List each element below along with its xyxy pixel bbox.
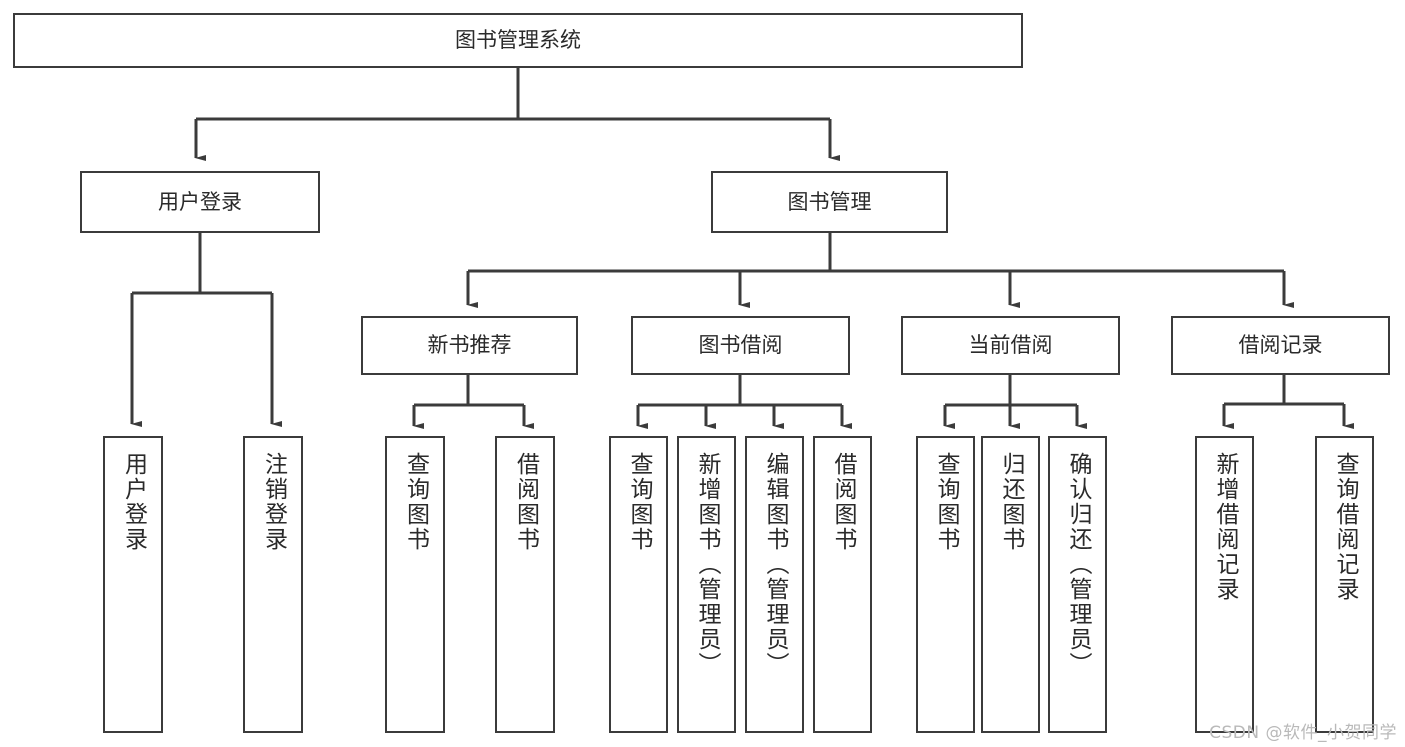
node-leaf-edit-book-admin-label: 编辑图书（管理员）	[762, 452, 788, 677]
node-leaf-query-book-bb[interactable]: 查询图书	[609, 436, 668, 733]
node-leaf-borrow-book-bb[interactable]: 借阅图书	[813, 436, 872, 733]
node-leaf-confirm-return-admin-label: 确认归还（管理员）	[1065, 452, 1091, 677]
node-book-management[interactable]: 图书管理	[711, 171, 948, 233]
node-leaf-return-book-label: 归还图书	[998, 452, 1024, 552]
node-user-login-label: 用户登录	[158, 189, 242, 214]
node-borrow-record[interactable]: 借阅记录	[1171, 316, 1390, 375]
node-leaf-query-book-cb[interactable]: 查询图书	[916, 436, 975, 733]
node-leaf-add-book-admin[interactable]: 新增图书（管理员）	[677, 436, 736, 733]
node-leaf-query-book-bb-label: 查询图书	[626, 452, 652, 552]
node-current-borrow[interactable]: 当前借阅	[901, 316, 1120, 375]
node-new-book-recommend-label: 新书推荐	[427, 333, 512, 358]
node-user-login[interactable]: 用户登录	[80, 171, 320, 233]
csdn-watermark: CSDN @软件_小贺同学	[1209, 723, 1397, 743]
node-leaf-user-login-label: 用户登录	[120, 452, 147, 552]
node-leaf-query-book-nbr-label: 查询图书	[402, 452, 429, 552]
node-current-borrow-label: 当前借阅	[968, 333, 1053, 358]
node-leaf-add-borrow-record-label: 新增借阅记录	[1212, 452, 1238, 602]
node-leaf-user-login[interactable]: 用户登录	[103, 436, 163, 733]
node-leaf-borrow-book-bb-label: 借阅图书	[830, 452, 856, 552]
node-leaf-confirm-return-admin[interactable]: 确认归还（管理员）	[1048, 436, 1107, 733]
node-root-system[interactable]: 图书管理系统	[13, 13, 1023, 68]
node-leaf-query-book-cb-label: 查询图书	[933, 452, 959, 552]
node-root-system-label: 图书管理系统	[455, 28, 581, 53]
node-leaf-add-borrow-record[interactable]: 新增借阅记录	[1195, 436, 1254, 733]
node-leaf-query-borrow-record-label: 查询借阅记录	[1332, 452, 1358, 602]
node-borrow-record-label: 借阅记录	[1238, 333, 1323, 358]
node-leaf-query-book-nbr[interactable]: 查询图书	[385, 436, 445, 733]
node-leaf-logout-label: 注销登录	[260, 452, 287, 552]
node-new-book-recommend[interactable]: 新书推荐	[361, 316, 578, 375]
node-leaf-borrow-book-nbr-label: 借阅图书	[512, 452, 539, 552]
node-book-management-label: 图书管理	[787, 189, 872, 214]
node-leaf-borrow-book-nbr[interactable]: 借阅图书	[495, 436, 555, 733]
node-book-borrow-label: 图书借阅	[698, 333, 783, 358]
node-leaf-query-borrow-record[interactable]: 查询借阅记录	[1315, 436, 1374, 733]
node-leaf-add-book-admin-label: 新增图书（管理员）	[694, 452, 720, 677]
node-leaf-return-book[interactable]: 归还图书	[981, 436, 1040, 733]
node-leaf-edit-book-admin[interactable]: 编辑图书（管理员）	[745, 436, 804, 733]
node-leaf-logout[interactable]: 注销登录	[243, 436, 303, 733]
node-book-borrow[interactable]: 图书借阅	[631, 316, 850, 375]
